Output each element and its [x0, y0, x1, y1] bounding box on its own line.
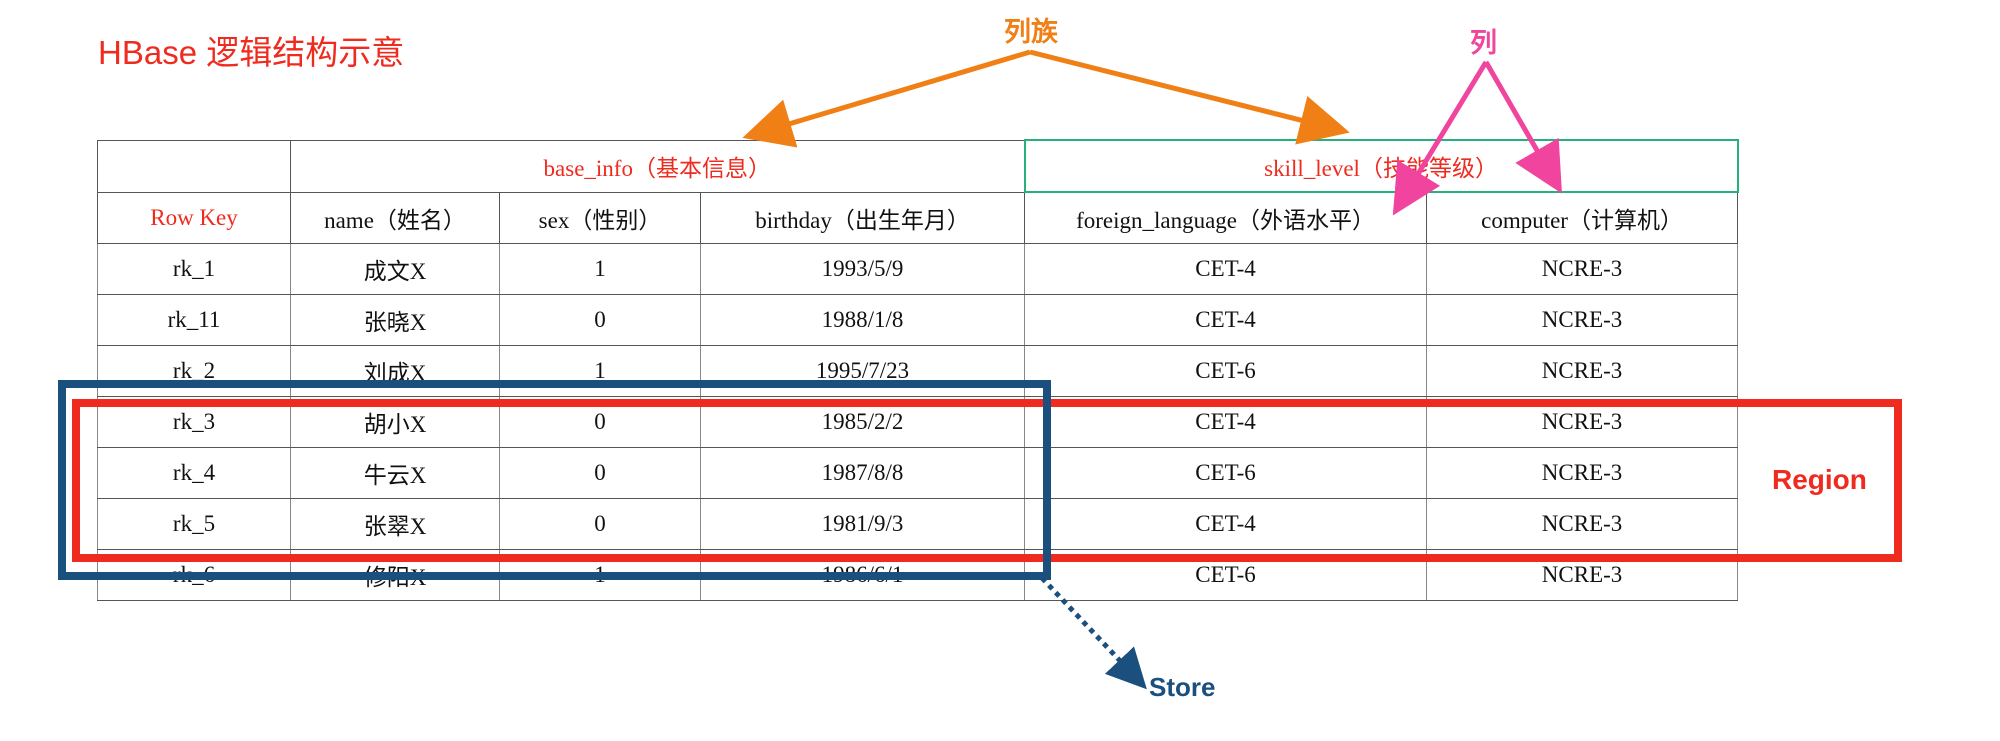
- cell-name: 牛云X: [290, 447, 500, 499]
- cell-name: 刘成X: [290, 345, 500, 397]
- header-birthday: birthday（出生年月）: [699, 191, 1026, 244]
- cell-sex: 1: [499, 243, 701, 295]
- cell-row-key: rk_6: [97, 549, 291, 601]
- cell-row-key: rk_1: [97, 243, 291, 295]
- cell-name: 张翠X: [290, 498, 500, 550]
- cell-foreign-language: CET-6: [1024, 345, 1428, 397]
- cell-foreign-language: CET-6: [1024, 549, 1428, 601]
- family-base-info: base_info（基本信息）: [289, 139, 1026, 193]
- header-computer: computer（计算机）: [1426, 191, 1739, 244]
- family-skill-level: skill_level（技能等级）: [1023, 139, 1739, 193]
- cell-sex: 0: [499, 294, 701, 346]
- column-family-row: base_info（基本信息） skill_level（技能等级）: [97, 139, 1739, 193]
- cell-foreign-language: CET-6: [1024, 447, 1428, 499]
- header-foreign-language: foreign_language（外语水平）: [1024, 191, 1428, 244]
- column-family-label: 列族: [1004, 17, 1058, 47]
- cell-foreign-language: CET-4: [1024, 396, 1428, 448]
- header-row: Row Key name（姓名） sex（性别） birthday（出生年月） …: [97, 191, 1739, 244]
- cell-foreign-language: CET-4: [1024, 498, 1428, 550]
- store-label: Store: [1149, 672, 1216, 702]
- cell-name: 张晓X: [290, 294, 500, 346]
- cell-row-key: rk_5: [97, 498, 291, 550]
- family-arrow-skill-level: [1029, 49, 1350, 145]
- cell-birthday: 1986/6/1: [699, 549, 1026, 601]
- header-name: name（姓名）: [290, 191, 500, 244]
- cell-birthday: 1985/2/2: [699, 396, 1026, 448]
- cell-birthday: 1993/5/9: [699, 243, 1026, 295]
- cell-birthday: 1988/1/8: [699, 294, 1026, 346]
- cell-computer: NCRE-3: [1426, 243, 1739, 295]
- family-arrow-base-info: [742, 49, 1031, 148]
- cell-computer: NCRE-3: [1426, 498, 1739, 550]
- region-label: Region: [1772, 464, 1867, 495]
- cell-sex: 1: [499, 345, 701, 397]
- cell-computer: NCRE-3: [1426, 447, 1739, 499]
- cell-name: 修阳X: [290, 549, 500, 601]
- cell-row-key: rk_3: [97, 396, 291, 448]
- cell-computer: NCRE-3: [1426, 549, 1739, 601]
- cell-birthday: 1995/7/23: [699, 345, 1026, 397]
- cell-name: 成文X: [290, 243, 500, 295]
- diagram-title: HBase 逻辑结构示意: [98, 34, 405, 71]
- empty-corner-cell: [97, 139, 291, 193]
- cell-foreign-language: CET-4: [1024, 294, 1428, 346]
- cell-computer: NCRE-3: [1426, 396, 1739, 448]
- cell-name: 胡小X: [290, 396, 500, 448]
- cell-sex: 0: [499, 498, 701, 550]
- cell-computer: NCRE-3: [1426, 345, 1739, 397]
- cell-birthday: 1981/9/3: [699, 498, 1026, 550]
- cell-sex: 1: [499, 549, 701, 601]
- cell-row-key: rk_2: [97, 345, 291, 397]
- cell-sex: 0: [499, 396, 701, 448]
- cell-birthday: 1987/8/8: [699, 447, 1026, 499]
- cell-row-key: rk_4: [97, 447, 291, 499]
- header-row-key: Row Key: [97, 191, 291, 244]
- header-sex: sex（性别）: [499, 191, 701, 244]
- cell-computer: NCRE-3: [1426, 294, 1739, 346]
- hbase-table: base_info（基本信息） skill_level（技能等级） Row Ke…: [97, 139, 1739, 601]
- cell-sex: 0: [499, 447, 701, 499]
- cell-row-key: rk_11: [97, 294, 291, 346]
- cell-foreign-language: CET-4: [1024, 243, 1428, 295]
- column-label: 列: [1470, 28, 1497, 58]
